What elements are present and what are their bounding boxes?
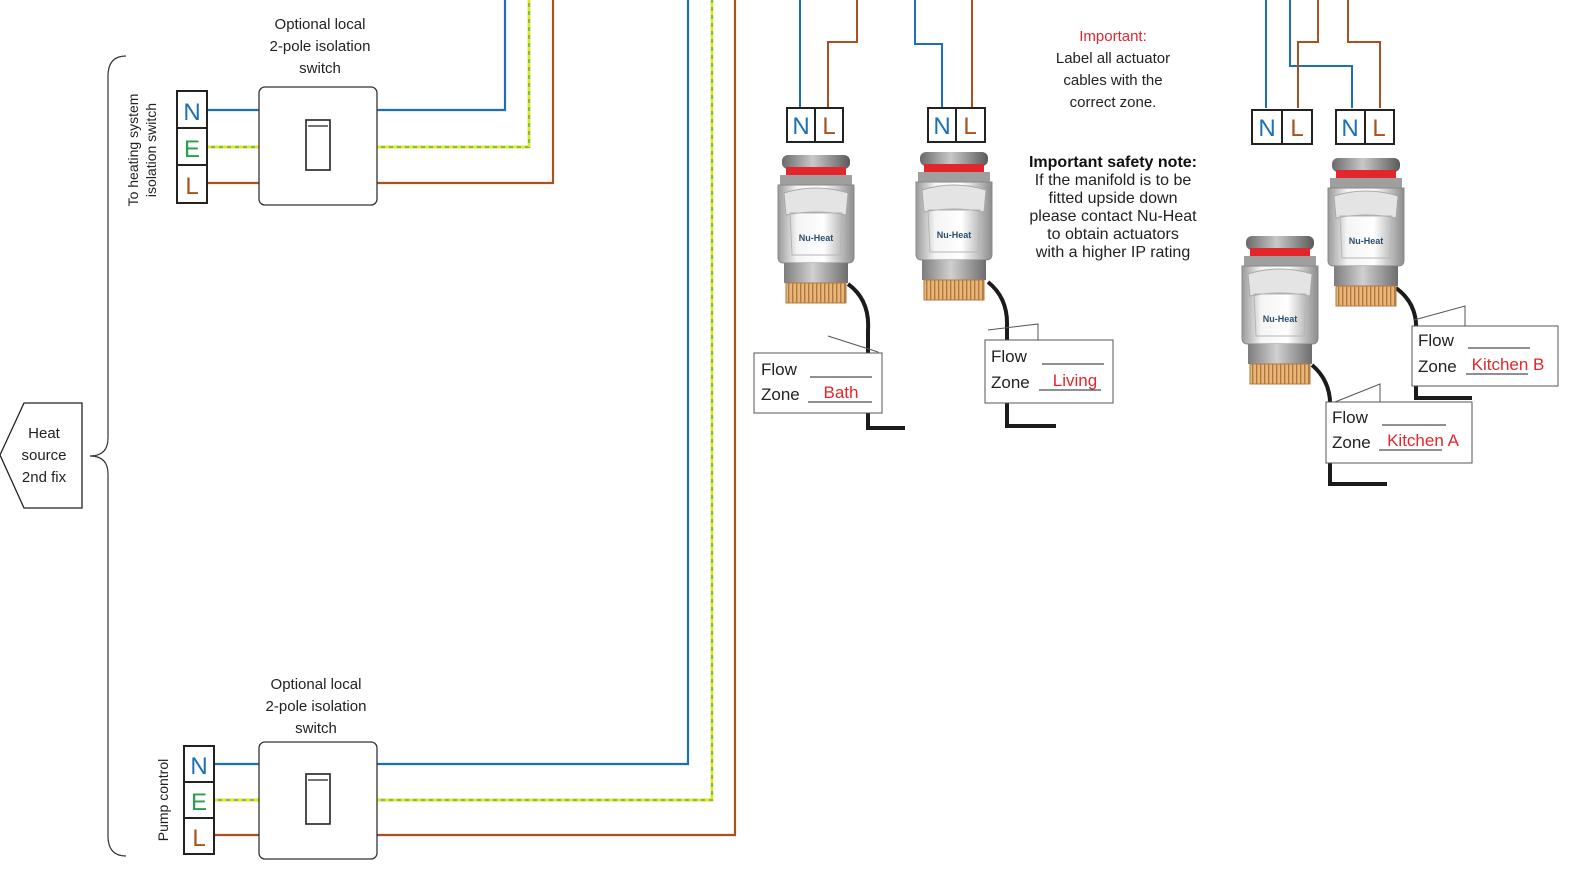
grouping-brace <box>89 55 127 857</box>
isolation-switch-top <box>258 86 378 206</box>
actuator-terminal-n: N <box>1258 115 1275 142</box>
terminal-n: N <box>190 753 207 780</box>
tag-zone-value: Kitchen B <box>1472 355 1545 374</box>
tag-zone-value: Kitchen A <box>1387 431 1459 450</box>
zone-tag: Flow Zone Kitchen A <box>1325 383 1473 464</box>
actuator-terminal-n: N <box>792 113 809 140</box>
zone-tag: Flow Zone Living <box>984 323 1114 404</box>
safety-heading: Important safety note: <box>1029 154 1197 171</box>
actuator-terminal-l: L <box>1372 115 1385 142</box>
zone-tag: Flow Zone Kitchen B <box>1411 305 1559 387</box>
zone-tag: Flow Zone Bath <box>753 335 883 414</box>
actuator-terminal: N L <box>1251 109 1313 145</box>
switch-caption-line-3: switch <box>299 60 341 77</box>
tag-flow-label: Flow <box>1332 408 1369 427</box>
terminal-n: N <box>183 99 200 126</box>
tag-zone-label: Zone <box>761 385 800 404</box>
thermal-actuator-icon <box>1241 235 1319 385</box>
important-note: Important: Label all actuator cables wit… <box>1056 28 1170 111</box>
wires-actuators <box>799 0 1381 108</box>
actuator-terminal: N L <box>1335 109 1395 145</box>
actuator-terminal-n: N <box>1341 115 1358 142</box>
terminal-e: E <box>184 136 200 163</box>
terminal-block-pump: N E L <box>183 745 215 855</box>
terminal-l: L <box>185 173 198 200</box>
heat-source-line-1: Heat <box>28 425 61 442</box>
isolation-switch-bottom <box>258 741 378 860</box>
switch-caption-line-2: 2-pole isolation <box>266 698 367 715</box>
safety-line-3: please contact Nu-Heat <box>1029 208 1197 225</box>
important-line-3: correct zone. <box>1070 94 1157 111</box>
actuator-terminal-l: L <box>1290 115 1303 142</box>
tag-zone-value: Living <box>1053 371 1097 390</box>
actuator-living: N L Flow Zone Living <box>915 107 1114 428</box>
terminal-block-heating: N E L <box>176 90 208 204</box>
terminal-e: E <box>191 789 207 816</box>
tag-zone-label: Zone <box>1418 357 1457 376</box>
safety-line-1: If the manifold is to be <box>1035 172 1192 189</box>
safety-line-5: with a higher IP rating <box>1035 244 1190 261</box>
actuator-kitchen-b: N L Flow Zone Kitchen B <box>1327 109 1559 400</box>
wires-heating-isolation <box>207 0 555 185</box>
important-line-1: Label all actuator <box>1056 50 1170 67</box>
heating-isolation-label-line-2: isolation switch <box>143 103 159 197</box>
wires-pump-control <box>214 0 737 837</box>
important-heading: Important: <box>1079 28 1147 45</box>
actuator-terminal-l: L <box>963 113 976 140</box>
actuator-terminal-n: N <box>933 113 950 140</box>
switch-caption-top: Optional local 2-pole isolation switch <box>270 16 371 77</box>
heating-isolation-label: To heating system isolation switch <box>125 94 159 207</box>
thermal-actuator-icon <box>1327 157 1405 307</box>
actuator-terminal-l: L <box>822 113 835 140</box>
switch-caption-line-1: Optional local <box>275 16 366 33</box>
safety-line-4: to obtain actuators <box>1047 226 1179 243</box>
safety-note: Important safety note: If the manifold i… <box>1029 154 1197 261</box>
actuator-terminal: N L <box>927 107 986 143</box>
switch-caption-line-3: switch <box>295 720 337 737</box>
switch-caption-line-2: 2-pole isolation <box>270 38 371 55</box>
thermal-actuator-icon <box>915 151 993 301</box>
important-line-2: cables with the <box>1063 72 1162 89</box>
actuator-kitchen-a: N L Flow Zone Kitchen A <box>1241 109 1473 486</box>
actuator-terminal: N L <box>786 107 844 143</box>
heating-isolation-label-line-1: To heating system <box>125 94 141 207</box>
tag-flow-label: Flow <box>761 360 798 379</box>
terminal-l: L <box>192 825 205 852</box>
pump-control-label: Pump control <box>155 759 171 841</box>
switch-caption-line-1: Optional local <box>271 676 362 693</box>
tag-zone-label: Zone <box>991 373 1030 392</box>
safety-line-2: fitted upside down <box>1049 190 1178 207</box>
actuator-bath: N L Flow Zone Bath <box>753 107 905 430</box>
tag-zone-label: Zone <box>1332 433 1371 452</box>
heat-source-line-3: 2nd fix <box>22 469 67 486</box>
heat-source-line-2: source <box>21 447 66 464</box>
tag-flow-label: Flow <box>1418 331 1455 350</box>
thermal-actuator-icon <box>777 154 855 304</box>
tag-zone-value: Bath <box>824 383 859 402</box>
heat-source-box: Heat source 2nd fix <box>0 402 83 509</box>
tag-flow-label: Flow <box>991 347 1028 366</box>
switch-caption-bottom: Optional local 2-pole isolation switch <box>266 676 367 737</box>
